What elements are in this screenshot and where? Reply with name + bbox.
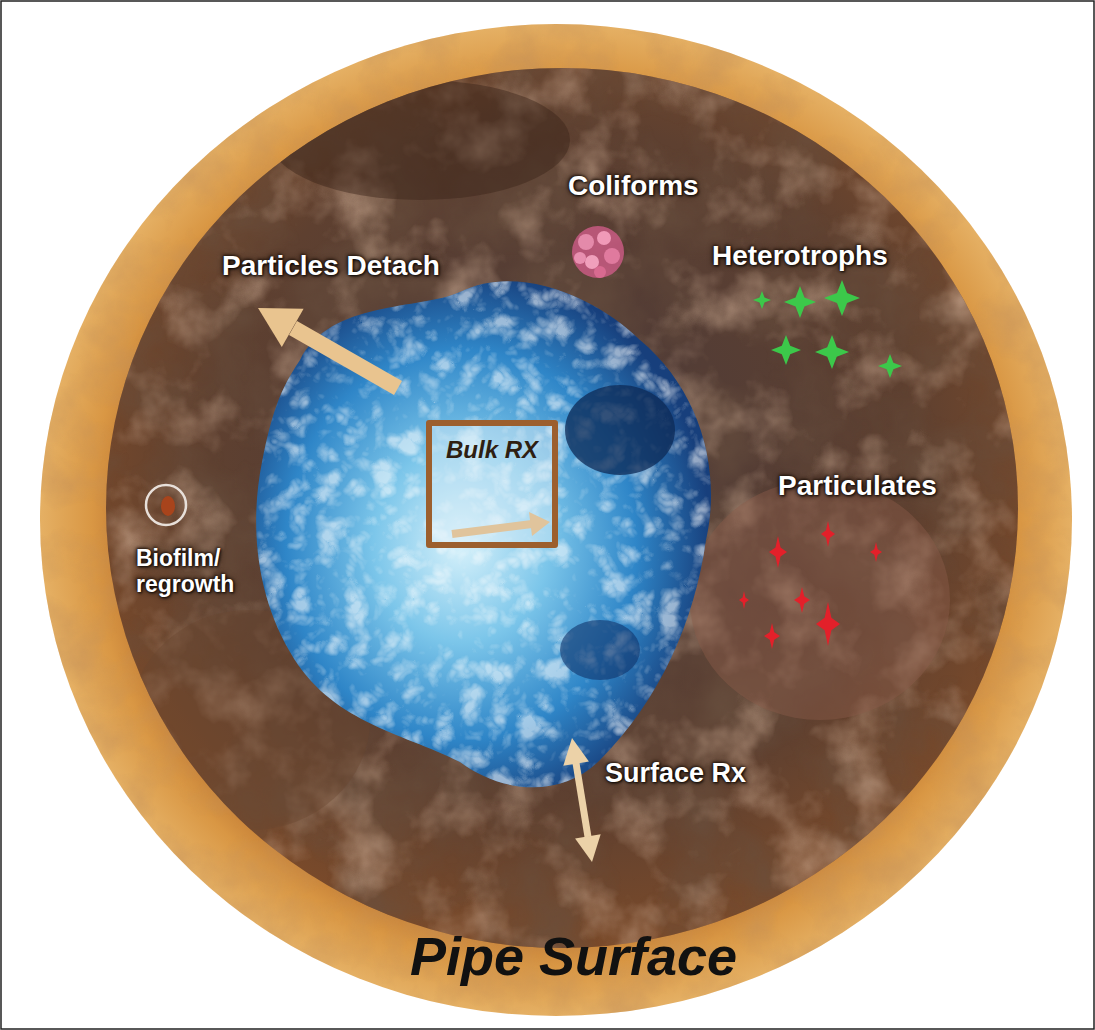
particulate-diamonds (739, 521, 882, 649)
surface-arrow (563, 738, 600, 862)
coliform (578, 234, 594, 250)
coliform (604, 248, 620, 264)
organism-label: Heterotrophs (712, 240, 888, 272)
detach-arrow (258, 308, 398, 388)
heterotroph (815, 335, 849, 369)
rust-texture (40, 24, 1072, 1016)
scale-texture (106, 68, 1018, 948)
particulate (870, 542, 882, 562)
corrosion-scale (106, 68, 1018, 948)
particulate (769, 536, 787, 568)
node-text: Bulk RX (446, 436, 538, 464)
water-texture (250, 260, 730, 800)
bulk-reaction-box: Bulk RX (426, 420, 558, 548)
biofilm-spot (161, 496, 175, 516)
light-texture (106, 68, 1018, 948)
particulate (739, 591, 749, 609)
heterotroph (878, 354, 902, 378)
coliform (574, 252, 586, 264)
heterotroph-stars (753, 280, 902, 378)
coliform (594, 266, 606, 278)
arrow-head (575, 834, 601, 862)
process-label: Surface Rx (605, 758, 746, 789)
arrow-shaft (293, 328, 398, 388)
biofilm-label: Biofilm/ regrowth (136, 545, 271, 598)
particulate (816, 602, 840, 646)
heterotroph (771, 335, 801, 365)
biofilm-marker (146, 485, 186, 525)
arrow-head (563, 738, 589, 766)
coliform (572, 226, 624, 278)
particle-label: Particulates (778, 470, 937, 502)
dark-water (565, 385, 675, 475)
pipe-surface-title: Pipe Surface (410, 925, 737, 987)
pipe-wall (40, 24, 1072, 1016)
biofilm-ring (146, 485, 186, 525)
coliform (597, 231, 611, 245)
coliform-cluster (572, 226, 624, 278)
heterotroph (784, 286, 816, 318)
tubercle (690, 480, 950, 720)
particulate (794, 587, 810, 613)
heterotroph (753, 291, 771, 309)
dark-water (560, 620, 640, 680)
organism-label: Coliforms (568, 170, 699, 202)
tubercle (270, 80, 570, 200)
dark-texture (106, 68, 1018, 948)
particulate (764, 623, 780, 649)
heterotroph (824, 280, 860, 316)
water-swirl (250, 260, 730, 800)
arrow-shaft (576, 763, 588, 837)
process-label: Particles Detach (222, 250, 440, 282)
arrow-head (258, 308, 304, 347)
particulate (821, 521, 835, 547)
